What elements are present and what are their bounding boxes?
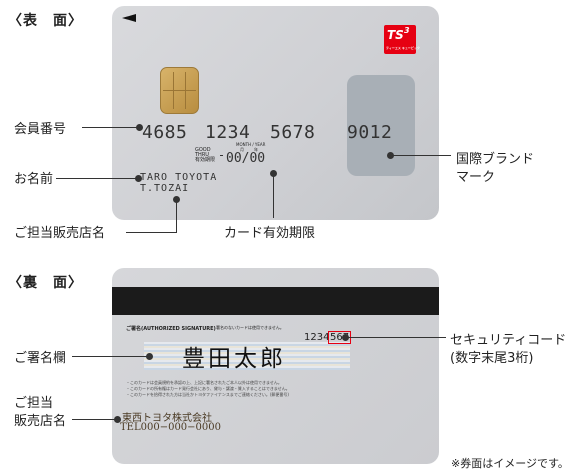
leader-line (391, 155, 451, 156)
good-thru-label: GOOD THRU 有効期限 (195, 147, 216, 163)
signature-title: ご署名(AUTHORIZED SIGNATURE) (126, 326, 216, 332)
card-front: TS 3 ティーエス キュービック 4685 1234 5678 9012 GO… (112, 6, 439, 220)
arrow-icon (122, 14, 136, 22)
leader-line (126, 232, 177, 233)
signature-number-prefix: 1234 (304, 332, 330, 343)
leader-dot (342, 334, 349, 341)
leader-dot (270, 170, 277, 177)
leader-dot (173, 196, 180, 203)
label-security-code: セキュリティコード (450, 333, 567, 348)
shop-tel: TEL000−000−0000 (120, 422, 221, 433)
year-jp-label: 年 (254, 147, 258, 152)
leader-line (56, 178, 138, 179)
magnetic-stripe (112, 287, 439, 315)
logo-main: TS (387, 28, 404, 42)
leader-dot (136, 124, 143, 131)
shop-name: 東西トヨタ株式会社 (122, 413, 212, 424)
brand-logo: TS 3 ティーエス キュービック (384, 25, 420, 54)
label-name: お名前 (14, 172, 54, 187)
international-brand-mark (347, 75, 415, 176)
leader-line (82, 127, 139, 128)
label-shop: ご担当販売店名 (14, 226, 106, 241)
leader-dot (146, 353, 153, 360)
label-member-number: 会員番号 (14, 122, 67, 137)
note-line-1: ・このカードは会員規約を承認の上、上記に署名されたご本人以外は使用できません。 (126, 380, 282, 385)
signature-note: 署名のないカードは使用できません。 (216, 325, 284, 330)
leader-dot (114, 416, 121, 423)
signature-name: 豊田太郎 (182, 346, 286, 372)
expiry-date: 00/00 (226, 151, 266, 166)
card-back: ご署名(AUTHORIZED SIGNATURE) 署名のないカードは使用できま… (112, 268, 439, 464)
cardholder-name-2: T.TOZAI (140, 183, 190, 194)
leader-line (273, 174, 274, 218)
label-shop-back-2: 販売店名 (14, 414, 67, 429)
month-year-label: MONTH / YEAR (236, 142, 266, 147)
logo-sup: 3 (404, 26, 410, 35)
leader-dot (135, 175, 142, 182)
label-brand-2: マーク (456, 170, 496, 185)
label-expiry: カード有効期限 (224, 226, 316, 241)
card-number-1: 4685 (142, 122, 188, 143)
month-jp-label: 月 (240, 147, 244, 152)
cardholder-name: TARO TOYOTA (140, 172, 218, 183)
front-heading: 〈表 面〉 (8, 13, 83, 29)
card-number-4: 9012 (347, 122, 393, 143)
note-line-2: ・このカードの所有権はカード発行会社にあり、貸与・譲渡・質入することはできません… (126, 386, 290, 391)
leader-line (72, 356, 148, 357)
leader-line (346, 337, 446, 338)
note-line-3: ・このカードを拾得された方は当社かトヨタファイナンスまでご連絡ください。(郵便番… (126, 392, 289, 397)
signature-panel (144, 342, 350, 370)
ic-chip-icon (160, 67, 199, 114)
leader-dot (387, 152, 394, 159)
card-number-3: 5678 (270, 122, 316, 143)
label-shop-back: ご担当 (14, 396, 54, 411)
card-number-2: 1234 (205, 122, 251, 143)
footnote: ※券面はイメージです。 (451, 457, 569, 470)
label-brand: 国際ブランド (456, 152, 535, 167)
back-heading: 〈裏 面〉 (8, 275, 83, 291)
label-security-code-2: (数字末尾3桁) (450, 351, 534, 366)
leader-line (72, 419, 117, 420)
leader-line (176, 200, 177, 233)
logo-sub: ティーエス キュービック (386, 46, 420, 50)
expiry-arrow-icon (220, 155, 223, 156)
label-signature: ご署名欄 (14, 351, 67, 366)
